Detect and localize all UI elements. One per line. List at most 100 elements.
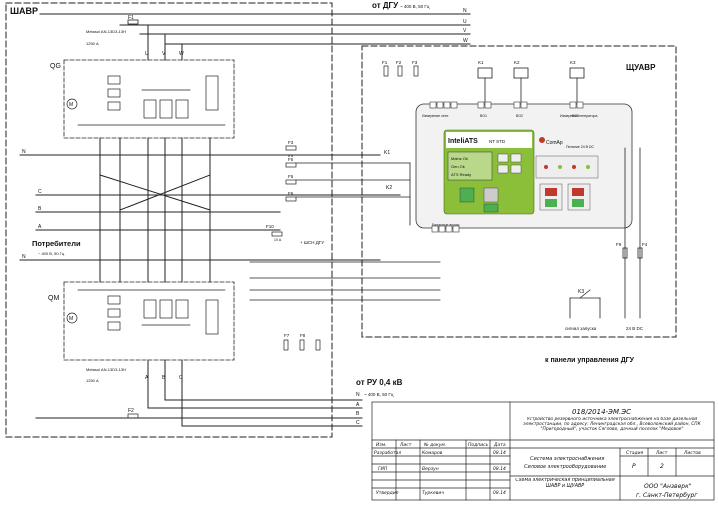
dc-feed <box>622 147 643 319</box>
tb-scheme-box: Схема электрическая принципиальная ШАВР … <box>515 478 615 489</box>
bus-bottom-c: C <box>356 420 360 426</box>
tb-row1-name: Комаров <box>422 450 443 456</box>
button-enter[interactable] <box>459 187 475 203</box>
tb-row3-role: Утвердил <box>376 490 399 496</box>
controller-terminals <box>429 101 584 233</box>
bus-left-a: A <box>38 224 42 230</box>
tb-row2-date: 08.14 <box>493 466 506 472</box>
bus-top-n: N <box>463 8 467 14</box>
breaker-qm-tag: QM <box>48 295 59 302</box>
consumers-voltage: ~ 400 В, 50 Гц <box>38 251 65 256</box>
button-page[interactable] <box>483 187 499 203</box>
status-led-4 <box>586 165 590 169</box>
fuse-f5-label: F5 <box>288 174 294 179</box>
consumer-buses <box>19 154 401 261</box>
controller-vendor: ComAp <box>546 140 563 146</box>
fuse-f8-label: F8 <box>300 333 306 338</box>
tb-row2-role: ГИП <box>378 466 388 472</box>
controller-port-bottom: Питание 24 В DC <box>566 145 594 149</box>
shuavr-f2: F2 <box>396 60 402 65</box>
breaker-qg-tag: QG <box>50 63 61 70</box>
status-led-2 <box>558 165 562 169</box>
bus-bottom-b: B <box>356 411 360 417</box>
fuse-f2-bottom <box>127 413 139 419</box>
fuse-f6-label: F6 <box>288 191 294 196</box>
qg-internals <box>66 75 226 126</box>
shuavr-f3: F3 <box>412 60 418 65</box>
qm-phase-a: A <box>145 375 149 381</box>
bus-bottom-n: N <box>356 392 360 398</box>
controller-model: NT STD <box>489 139 506 144</box>
button-down[interactable] <box>497 164 509 174</box>
qg-motor-m: M <box>69 102 73 108</box>
shavr-panel-border <box>5 2 333 438</box>
relay-k2-label: K2 <box>386 185 392 191</box>
qm-phase-c: C <box>179 375 183 381</box>
breaker-qg-model: Metasol AN-13D3-13H <box>86 29 126 34</box>
controller-io-bo3: BO3 <box>572 114 579 118</box>
shuavr-k2-top: K2 <box>514 60 520 65</box>
qg-phase-lines <box>147 24 183 61</box>
tb-row2-name: Верзун <box>422 466 439 472</box>
button-stop[interactable] <box>483 203 499 213</box>
tb-sheet: 2 <box>660 463 664 470</box>
status-led-3 <box>572 165 576 169</box>
lcd-line-1: Mains Ok <box>451 156 468 161</box>
dc-f9-label: F9 <box>616 242 622 247</box>
tb-header-date: Дата <box>493 442 506 448</box>
fuse-f3-label: F3 <box>288 140 294 145</box>
mains-breaker-btn[interactable] <box>545 199 557 207</box>
breaker-qm-current: 1250 А <box>86 378 99 383</box>
fuse-f1-label: F1 <box>128 15 134 21</box>
mode-panel <box>535 155 599 179</box>
controller-indicator-blocks <box>535 155 599 211</box>
fuse-f10-label: F10 <box>266 224 274 229</box>
qm-phase-b: B <box>162 375 166 381</box>
title-block <box>371 401 715 501</box>
bus-left-b: B <box>38 206 42 212</box>
tb-header-izm: Изм. <box>376 442 387 448</box>
titleblock-description: Устройство резервного источника электрос… <box>523 417 701 433</box>
button-right[interactable] <box>510 164 522 174</box>
consumers-label: Потребители <box>32 239 81 248</box>
controller-port-left: Измерение сети <box>422 114 448 118</box>
to-dgu-panel-label: к панели управления ДГУ <box>545 357 635 364</box>
shuavr-panel-border <box>361 45 677 338</box>
bus-left-c: C <box>38 189 42 195</box>
tb-row3-name: Туркевич <box>422 490 444 496</box>
from-ru-voltage: ~ 400 В, 50 Гц <box>364 392 394 397</box>
button-left[interactable] <box>510 153 522 163</box>
tb-system: Система электроснабжения <box>530 456 604 462</box>
lcd-line-2: Gen Ok <box>451 164 465 169</box>
gen-breaker-btn[interactable] <box>572 199 584 207</box>
controller-brand-bar <box>446 132 532 148</box>
dc-f4-label: F4 <box>642 242 648 247</box>
controller-lcd <box>447 151 493 181</box>
controller-io-bo1: BO1 <box>480 114 487 118</box>
tb-sheet-label: Лист <box>655 450 668 456</box>
signal-start-label: сигнал запуска <box>565 326 597 331</box>
tb-equipment: Силовое электрооборудование <box>524 464 606 470</box>
tb-city: г. Санкт-Петербург <box>636 492 698 499</box>
dc-24-label: 24 В DC <box>626 326 644 331</box>
controller-buttons <box>459 153 522 213</box>
qg-phase-w: W <box>179 51 184 57</box>
controller-port-right: Измерение генератора <box>560 114 597 118</box>
tb-scheme: Схема электрическая принципиальная ШАВР … <box>515 478 615 489</box>
fuse-group-f3-f6 <box>271 145 297 237</box>
qm-motor-m: M <box>69 316 73 322</box>
titleblock-description-box: Устройство резервного источника электрос… <box>523 417 701 433</box>
shuavr-k1-top: K1 <box>478 60 484 65</box>
k3-start-contact <box>569 289 601 319</box>
from-dgu-voltage: ~ 400 В, 50 Гц <box>400 4 430 9</box>
relay-k3-label: K3 <box>578 289 584 295</box>
fuse-10a: 10 А <box>274 238 282 242</box>
relay-k1-label: K1 <box>384 150 390 156</box>
breaker-qg-box <box>63 59 235 139</box>
shuavr-f1: F1 <box>382 60 388 65</box>
qg-phase-u: U <box>145 51 149 57</box>
bus-left-n1: N <box>22 149 26 155</box>
shavr-label: ШАВР <box>10 6 38 16</box>
button-up[interactable] <box>497 153 509 163</box>
